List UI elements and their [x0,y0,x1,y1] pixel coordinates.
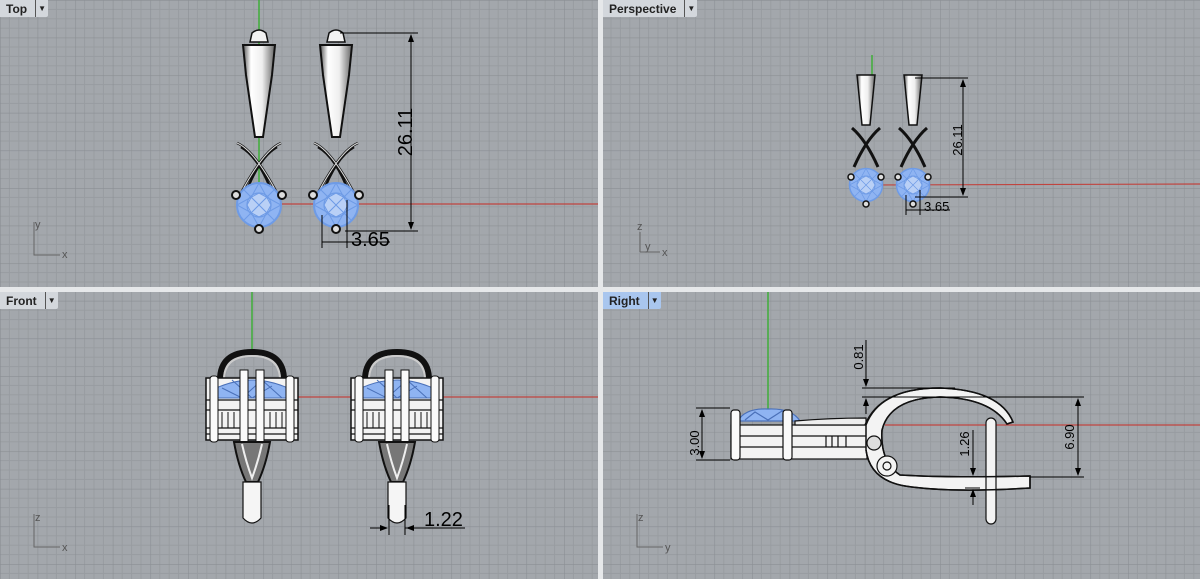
axis-label: z [638,512,644,524]
dimension-label: 26.11 [395,108,417,157]
chevron-down-icon[interactable]: ▼ [44,292,58,309]
viewport-label-top[interactable]: Top ▼ [0,0,49,17]
right-canvas[interactable]: 0.81 6.90 1.26 3.00 z y [603,292,1200,579]
axis-icon [33,222,60,256]
axis-label: z [35,512,41,524]
viewport-title: Front [6,293,37,308]
dimension-label: 1.26 [957,431,972,456]
dimension-label: 3.00 [687,430,702,455]
viewport-title: Top [6,1,28,16]
dimension-label: 3.65 [351,229,390,251]
viewport-label-perspective[interactable]: Perspective ▼ [603,0,698,17]
top-canvas[interactable]: 26.11 3.65 y x [0,0,598,287]
axis-label: x [662,247,668,259]
viewport-label-front[interactable]: Front ▼ [0,292,58,309]
viewport-right[interactable]: 0.81 6.90 1.26 3.00 z y Right ▼ [603,292,1200,579]
viewport-label-right[interactable]: Right ▼ [603,292,661,309]
front-canvas[interactable]: 1.22 z x [0,292,598,579]
dimensions [696,340,1084,505]
viewport-top[interactable]: 26.11 3.65 y x Top ▼ [0,0,598,287]
axis-label: y [665,542,671,554]
viewport-perspective[interactable]: 26.11 3.65 z y x Perspective ▼ [603,0,1200,287]
viewport-front[interactable]: 1.22 z x Front ▼ [0,292,598,579]
perspective-canvas[interactable]: 26.11 3.65 z y x [603,0,1200,287]
viewport-title: Perspective [609,1,677,16]
axis-icon [636,514,663,548]
chevron-down-icon[interactable]: ▼ [647,292,661,309]
dimension-label: 3.65 [924,199,949,214]
dimension-height [321,32,418,248]
axis-label: x [62,249,68,261]
chevron-down-icon[interactable]: ▼ [684,0,697,17]
dimension-label: 26.11 [950,124,965,156]
dimension-label: 0.81 [851,344,866,369]
axis-icon [639,232,660,253]
axis-label: x [62,542,68,554]
axis-icon [33,514,60,548]
axis-label: z [637,221,643,233]
axis-label: y [645,241,651,253]
axis-label: y [35,219,41,231]
earring-side [730,387,1031,525]
dimension-label: 6.90 [1062,424,1077,449]
viewport-title: Right [609,293,640,308]
chevron-down-icon[interactable]: ▼ [35,0,48,17]
dimension-label: 1.22 [424,509,463,531]
